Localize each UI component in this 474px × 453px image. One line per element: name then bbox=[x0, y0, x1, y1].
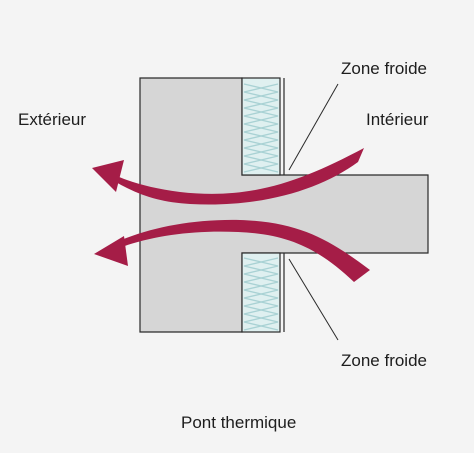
label-interior: Intérieur bbox=[366, 110, 429, 129]
label-cold-zone-top: Zone froide bbox=[341, 59, 427, 78]
leader-line-top bbox=[288, 83, 339, 171]
heat-flow-arrow-bottom bbox=[94, 219, 370, 282]
insulation-panel-bottom bbox=[241, 252, 281, 333]
diagram-caption: Pont thermique bbox=[181, 413, 297, 432]
insulation-panel-top bbox=[241, 77, 281, 176]
label-cold-zone-bottom: Zone froide bbox=[341, 351, 427, 370]
leader-line-bottom bbox=[288, 258, 339, 341]
label-exterior: Extérieur bbox=[18, 110, 87, 129]
heat-flow-arrow-top bbox=[92, 148, 364, 205]
